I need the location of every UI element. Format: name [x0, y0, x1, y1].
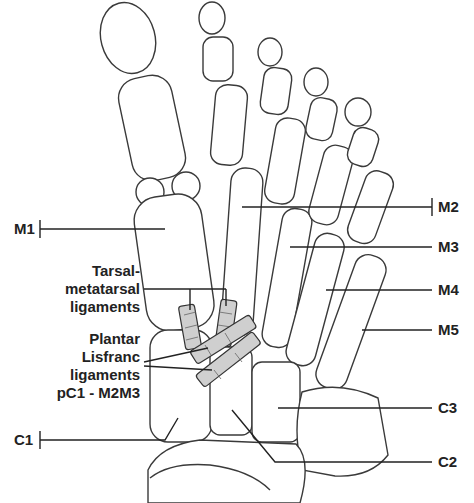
fifth-toe-bones [312, 98, 397, 393]
callout-label: C2 [438, 453, 457, 471]
callout-label: C1 [14, 431, 33, 449]
callout-label: M1 [14, 220, 35, 238]
callout-label: M4 [438, 281, 459, 299]
callout-label: M5 [438, 321, 459, 339]
plantar-lisfranc-ligaments [190, 315, 262, 388]
callout-label: C3 [438, 399, 457, 417]
callout-label: M3 [438, 238, 459, 256]
ligament-label: Plantar Lisfranc ligaments pC1 - M2M3 [46, 330, 140, 402]
ligament-label: Tarsal-metatarsal ligaments [46, 262, 140, 316]
second-toe-bones [199, 2, 264, 337]
callout-label: M2 [438, 198, 459, 216]
tarsal-bones [148, 330, 388, 503]
leader-lines [40, 198, 432, 462]
